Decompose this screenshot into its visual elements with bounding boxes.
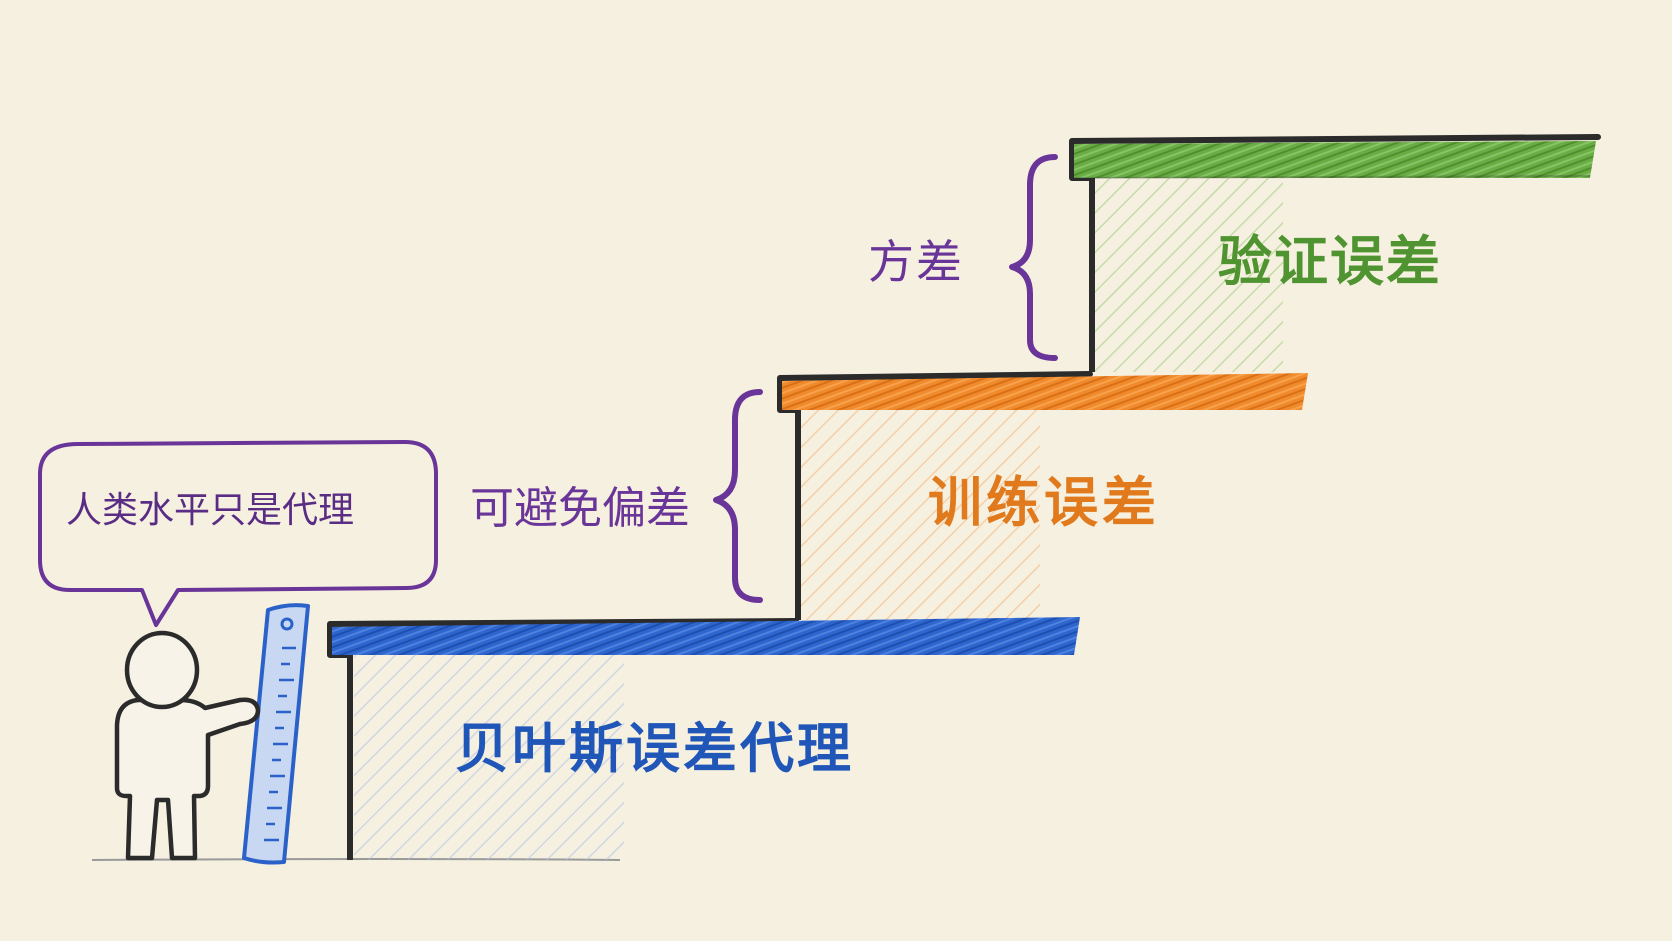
blue-step [327,617,1080,860]
ruler-icon [242,603,310,865]
training-error-label: 训练误差 [928,471,1160,534]
blue-step-shading [354,655,624,860]
bias-brace [713,389,763,603]
orange-step [777,371,1308,620]
speech-bubble-text: 人类水平只是代理 [66,490,355,531]
avoidable-bias-label: 可避免偏差 [470,483,690,534]
variance-label: 方差 [868,235,964,289]
green-step-shading [1093,177,1283,372]
orange-step-shading [800,410,1040,620]
validation-error-label: 验证误差 [1218,230,1442,293]
bayes-error-proxy-label: 贝叶斯误差代理 [455,717,854,780]
person-figure-icon [114,630,261,861]
speech-bubble-icon [38,440,438,627]
green-step [1069,134,1601,372]
variance-brace [1009,154,1058,361]
